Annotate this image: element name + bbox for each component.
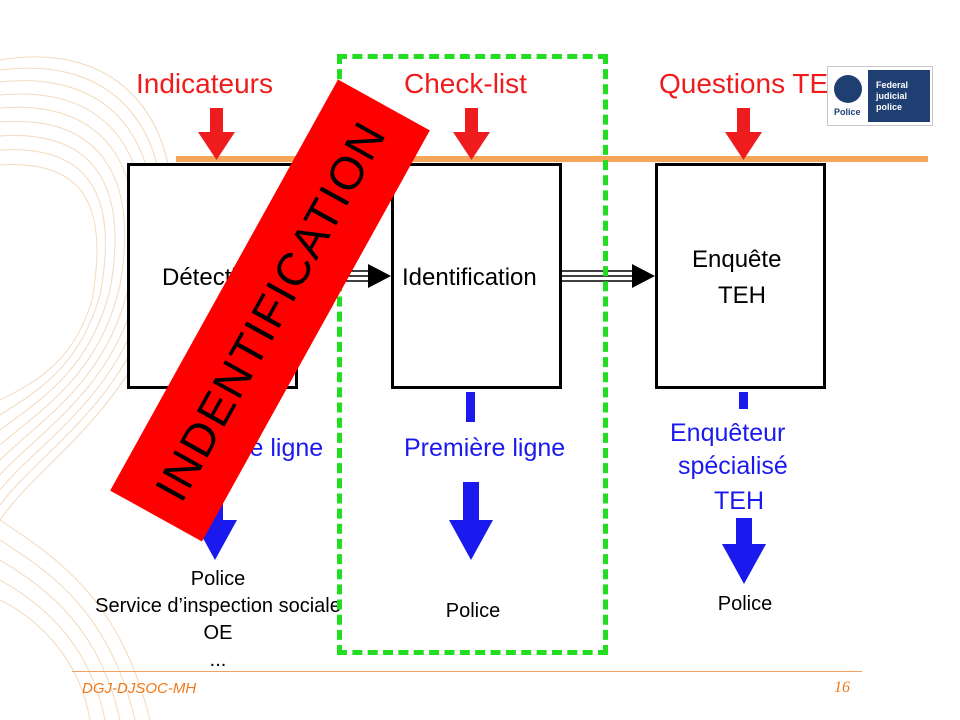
federal-judicial-police-logo: Police Federal judicial police (827, 66, 933, 126)
orange-bar (176, 156, 928, 162)
blue-arrow-down-icon (722, 518, 766, 584)
logo-line2: judicial (876, 91, 908, 101)
header-questions: Questions TEH (659, 68, 849, 99)
logo-line1: Federal (876, 80, 909, 90)
actor-police: Police (190, 568, 246, 590)
page-number: 16 (834, 679, 850, 696)
red-arrow-down-icon (453, 108, 490, 160)
box-enquete (655, 163, 826, 389)
arrow-right-icon (368, 264, 391, 288)
label-enqueteur-3: TEH (714, 487, 764, 515)
logo-badge: Police (834, 107, 861, 117)
footer-author: DGJ-DJSOC-MH (82, 680, 197, 697)
footer-divider (72, 671, 862, 672)
box-identification (391, 163, 562, 389)
actor-oe: OE (203, 622, 233, 644)
logo-text-block: Federal judicial police (868, 70, 930, 122)
actor-col3-police: Police (717, 593, 773, 615)
logo-line3: police (876, 102, 903, 112)
red-arrow-down-icon (725, 108, 762, 160)
highlight-dashed-frame (337, 54, 608, 655)
label-enqueteur-1: Enquêteur (670, 419, 786, 447)
label-enquete-line1: Enquête (692, 246, 782, 273)
label-identification: Identification (402, 264, 537, 291)
actor-col2-police: Police (445, 600, 501, 622)
red-arrow-down-icon (198, 108, 235, 160)
actor-ellipsis: ... (209, 649, 227, 671)
label-enqueteur-2: spécialisé (678, 452, 788, 480)
label-enquete-line2: TEH (718, 282, 766, 309)
blue-arrow-down-icon (449, 482, 493, 560)
header-indicateurs: Indicateurs (136, 68, 273, 99)
label-premiere-ligne-2: Première ligne (404, 434, 566, 462)
header-checklist: Check-list (404, 68, 527, 99)
logo-emblem-icon (834, 75, 862, 103)
actor-service-inspection: Service d’inspection sociale (95, 595, 341, 617)
arrow-right-icon (632, 264, 655, 288)
actors-col1: Police Service d’inspection sociale OE .… (68, 566, 368, 674)
